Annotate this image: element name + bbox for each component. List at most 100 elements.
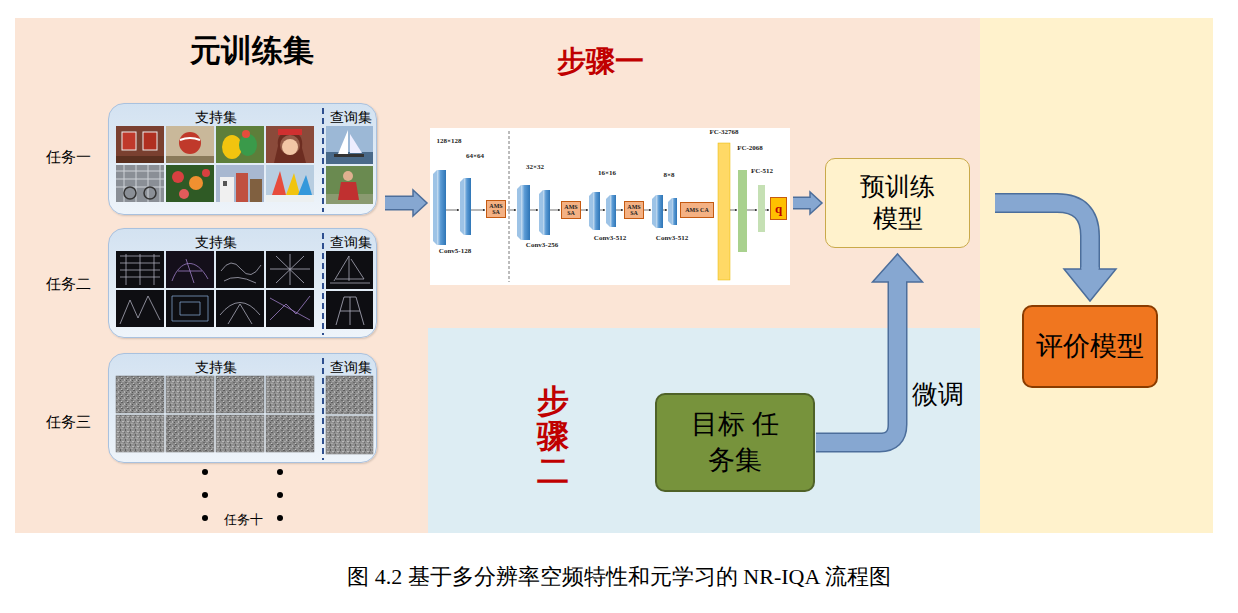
step-label: 步骤二 xyxy=(537,384,569,490)
attention-module: AMS SA xyxy=(624,201,644,219)
block-arrow xyxy=(995,203,1116,301)
network-illustration-part xyxy=(509,131,510,282)
thumbnail-images-part xyxy=(116,165,164,202)
thumbnail-images-part xyxy=(116,156,164,163)
node-text: 预训练 模型 xyxy=(853,171,943,236)
edge-map-images-part xyxy=(172,259,208,283)
edge-map-images-part xyxy=(216,290,264,327)
layer-label: 16×16 xyxy=(598,170,616,177)
arrow-shaft xyxy=(385,197,413,209)
thumbnail-images-part xyxy=(266,165,314,202)
layer-label: 32×32 xyxy=(526,164,544,171)
layer-label: Conv3-512 xyxy=(594,235,626,242)
thumbnail-images-part xyxy=(124,187,136,199)
set-label: 支持集 xyxy=(195,109,237,127)
set-label: 查询集 xyxy=(330,234,372,252)
node-text: AMS SA xyxy=(487,203,505,216)
arrow-outline xyxy=(793,197,810,210)
network-illustration-part xyxy=(437,170,677,245)
set-label: 查询集 xyxy=(330,359,372,377)
network-illustration-part xyxy=(652,195,656,228)
thumbnail-images-part xyxy=(189,176,203,190)
arrow-join xyxy=(1082,267,1099,272)
edge-map-images-part xyxy=(336,297,364,325)
thumbnail-images-part xyxy=(326,166,373,204)
network-illustration-part xyxy=(437,170,446,245)
network-illustration-part xyxy=(672,198,677,225)
edge-map-images-part xyxy=(120,254,160,285)
network-illustration-part xyxy=(471,210,485,211)
thumbnail-images-part xyxy=(338,130,348,154)
thumbnail-images-part xyxy=(144,187,156,199)
noise-images-part xyxy=(266,376,314,413)
arrow-head xyxy=(1064,269,1116,301)
edge-map-images-part xyxy=(166,251,214,288)
node-text: AMS CA xyxy=(685,207,709,213)
thumbnail-images-part xyxy=(172,171,184,183)
node-text: AMS SA xyxy=(562,204,580,217)
network-illustration-part xyxy=(610,195,616,227)
noise-images-part xyxy=(326,416,373,454)
noise-images-part xyxy=(216,415,264,452)
thumbnail-images-part xyxy=(216,126,264,163)
thumbnail-images-part xyxy=(216,165,264,202)
edge-map-images-part xyxy=(216,251,264,288)
network-illustration-part xyxy=(550,210,560,211)
edge-map-images-part xyxy=(330,256,370,283)
edge-map-images-part xyxy=(216,251,264,288)
edge-map-images-part xyxy=(216,290,264,327)
thumbnail-images-part xyxy=(274,132,306,163)
thumbnail-images-part xyxy=(326,126,373,164)
layer-label: FC-2068 xyxy=(737,145,763,152)
network-illustration-part xyxy=(668,198,672,225)
edge-map-images-part xyxy=(116,251,373,329)
arrow-shaft xyxy=(816,282,898,443)
thumbnail-images-part xyxy=(266,195,314,202)
thumbnail-images-part xyxy=(326,152,373,164)
edge-map-images-part xyxy=(116,290,164,327)
network-illustration-part xyxy=(464,178,471,235)
network-illustration-part xyxy=(718,143,730,280)
layer-label: 128×128 xyxy=(437,138,462,145)
thumbnail-images-part xyxy=(272,171,286,195)
task-label: 任务二 xyxy=(46,275,91,294)
edge-map-images-part xyxy=(266,290,314,327)
thumbnail-images-part xyxy=(236,173,248,202)
arrow-outline xyxy=(385,196,413,211)
layer-label: FC-512 xyxy=(751,168,773,175)
network-illustration-part xyxy=(644,210,651,211)
thumbnail-images-part xyxy=(216,165,264,202)
thumbnail-images-part xyxy=(179,132,201,154)
edge-map-images-part xyxy=(166,251,214,288)
attention-module: AMS CA xyxy=(680,202,714,218)
thumbnail-images-part xyxy=(216,126,264,163)
set-label: 支持集 xyxy=(195,359,237,377)
network-illustration-part xyxy=(738,170,747,252)
edge-map-images-part xyxy=(326,251,373,289)
task-label: 任务一 xyxy=(46,148,91,167)
network-illustration-part xyxy=(616,210,623,211)
network-illustration-part xyxy=(433,170,437,245)
edge-map-images-part xyxy=(326,251,373,289)
noise-images-part xyxy=(116,376,164,413)
thumbnail-images-part xyxy=(166,165,214,202)
network-illustration-part xyxy=(460,178,464,235)
layer-label: Conv3-512 xyxy=(656,235,688,242)
layer-label: 64×64 xyxy=(466,153,484,160)
noise-images-part xyxy=(116,376,373,454)
step-label: 步骤一 xyxy=(557,42,644,82)
network-illustration-part xyxy=(758,185,765,232)
node-text: q xyxy=(775,202,782,215)
thumbnail-images-part xyxy=(282,139,298,155)
edge-map-images-part xyxy=(322,233,324,335)
thumbnail-images-part xyxy=(322,108,324,212)
edge-map-images-part xyxy=(166,290,214,327)
layer-label: Conv3-256 xyxy=(526,242,558,249)
edge-map-images-part xyxy=(270,296,310,320)
thumbnail-images-part xyxy=(350,134,362,153)
thumbnail-images-part xyxy=(166,156,214,163)
thumbnail-images-part xyxy=(166,126,214,163)
attention-module: AMS SA xyxy=(486,200,506,218)
network-illustration-part xyxy=(589,192,593,230)
